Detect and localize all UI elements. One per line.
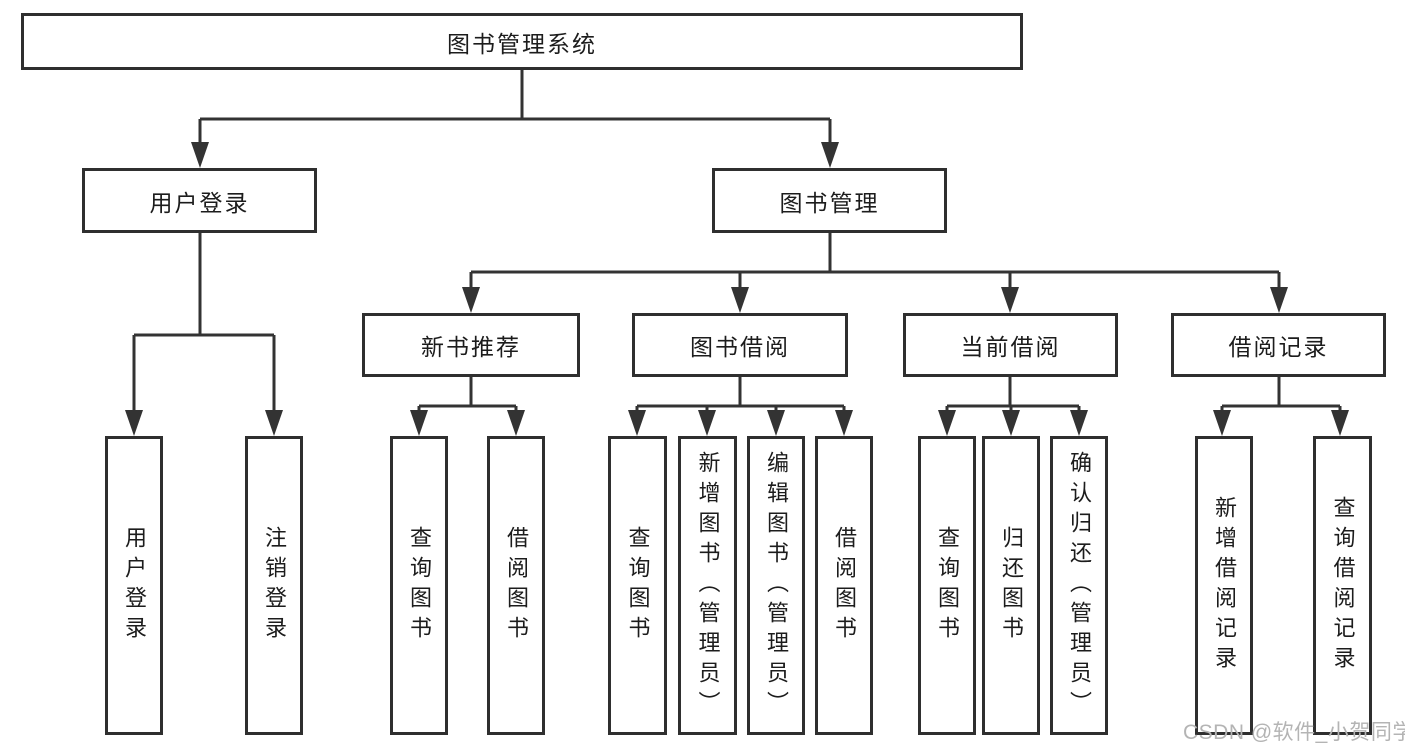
leaf-add-books-admin: 新增图书（管理员）: [678, 436, 737, 735]
node-label: 查询图书: [625, 525, 651, 646]
arrowhead-icon: [265, 410, 283, 436]
node-label: 用户登录: [122, 525, 147, 646]
leaf-add-borrow-record: 新增借阅记录: [1195, 436, 1253, 735]
node-label: 新书推荐: [421, 334, 521, 360]
arrowhead-icon: [821, 142, 839, 168]
node-label: 归还图书: [999, 525, 1024, 646]
arrowhead-icon: [938, 410, 956, 436]
arrowhead-icon: [1331, 410, 1349, 436]
node-label: 查询借阅记录: [1330, 495, 1356, 676]
node-borrowing-records: 借阅记录: [1171, 313, 1386, 377]
arrowhead-icon: [462, 287, 480, 313]
arrowhead-icon: [1070, 410, 1088, 436]
leaf-query-books-borrowing: 查询图书: [608, 436, 667, 735]
leaf-query-books-recommend: 查询图书: [390, 436, 448, 735]
node-label: 注销登录: [262, 525, 287, 646]
leaf-confirm-return-admin: 确认归还（管理员）: [1050, 436, 1108, 735]
arrowhead-icon: [835, 410, 853, 436]
arrowhead-icon: [507, 410, 525, 436]
node-library-management-system: 图书管理系统: [21, 13, 1023, 70]
leaf-user-login: 用户登录: [105, 436, 163, 735]
leaf-logout: 注销登录: [245, 436, 303, 735]
arrowhead-icon: [125, 410, 143, 436]
node-label: 新增借阅记录: [1212, 495, 1237, 676]
arrowhead-icon: [731, 287, 749, 313]
arrowhead-icon: [1001, 287, 1019, 313]
csdn-watermark: CSDN @软件_小贺同学: [1183, 721, 1405, 744]
arrowhead-icon: [698, 410, 716, 436]
arrowhead-icon: [1002, 410, 1020, 436]
node-label: 查询图书: [407, 525, 432, 646]
node-label: 新增图书（管理员）: [695, 450, 721, 721]
arrowhead-icon: [1213, 410, 1231, 436]
node-label: 图书管理: [779, 189, 880, 216]
leaf-query-borrow-record: 查询借阅记录: [1313, 436, 1372, 735]
node-book-management: 图书管理: [712, 168, 947, 233]
node-label: 当前借阅: [960, 334, 1061, 360]
node-label: 查询图书: [935, 525, 960, 646]
leaf-query-books-current: 查询图书: [918, 436, 976, 735]
node-user-login: 用户登录: [82, 168, 317, 233]
arrowhead-icon: [628, 410, 646, 436]
node-new-book-recommendation: 新书推荐: [362, 313, 580, 377]
arrowhead-icon: [1270, 287, 1288, 313]
leaf-return-books: 归还图书: [982, 436, 1040, 735]
arrowhead-icon: [410, 410, 428, 436]
arrowhead-icon: [191, 142, 209, 168]
node-label: 用户登录: [149, 189, 250, 216]
leaf-borrow-books-recommend: 借阅图书: [487, 436, 545, 735]
node-label: 借阅记录: [1228, 334, 1329, 360]
arrowhead-icon: [767, 410, 785, 436]
node-book-borrowing: 图书借阅: [632, 313, 848, 377]
node-label: 图书管理系统: [447, 30, 597, 57]
node-label: 编辑图书（管理员）: [764, 450, 789, 721]
node-current-borrowing: 当前借阅: [903, 313, 1118, 377]
leaf-edit-books-admin: 编辑图书（管理员）: [747, 436, 805, 735]
node-label: 借阅图书: [504, 525, 529, 646]
node-label: 图书借阅: [690, 334, 790, 360]
node-label: 借阅图书: [832, 525, 857, 646]
leaf-borrow-books-borrowing: 借阅图书: [815, 436, 873, 735]
node-label: 确认归还（管理员）: [1067, 450, 1092, 721]
